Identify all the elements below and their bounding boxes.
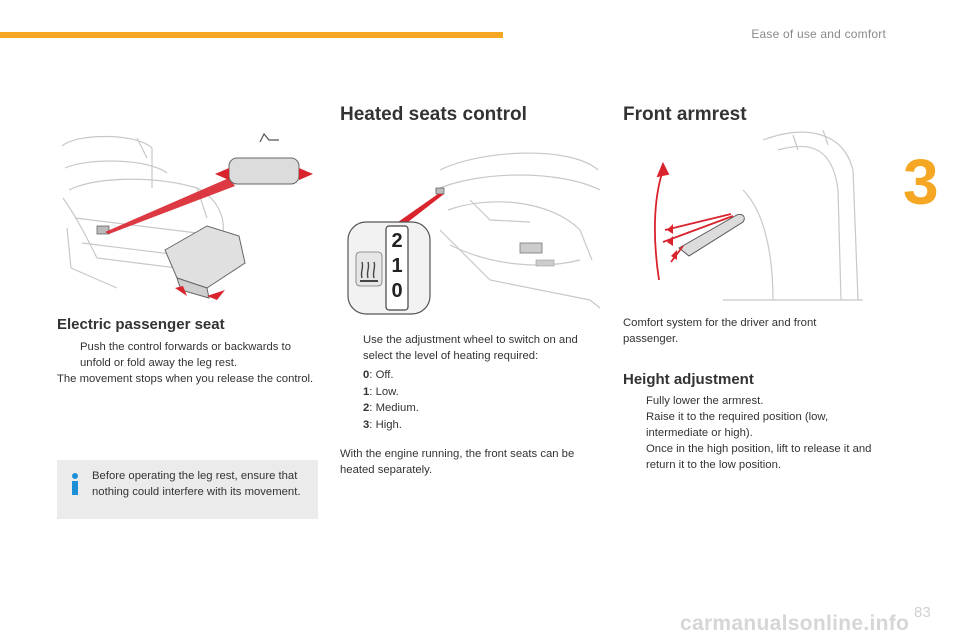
level-key: 0 [363,369,370,381]
chapter-number: 3 [903,146,939,218]
list-item: Fully lower the armrest. [623,393,885,409]
leg-rest-illustration [61,132,313,300]
level-key: 3 [363,418,370,431]
section-title: Ease of use and comfort [751,27,886,41]
info-box: Before operating the leg rest, ensure th… [57,460,318,519]
level-label: : Medium. [369,402,419,414]
level-label: : Low. [369,385,399,398]
heated-seats-note: With the engine running, the front seats… [340,448,575,476]
level-key: 1 [363,385,370,398]
electric-seat-note: The movement stops when you release the … [57,373,314,385]
list-item: Use the adjustment wheel to switch on an… [340,332,602,364]
level-key: 2 [363,402,370,414]
electric-seat-bullet: Push the control forwards or backwards t… [80,341,291,369]
info-box-text: Before operating the leg rest, ensure th… [92,470,301,498]
armrest-bullet: Once in the high position, lift to relea… [646,443,872,471]
wheel-digit: 0 [391,280,402,302]
level-label: : High. [369,418,402,431]
armrest-bullet: Fully lower the armrest. [646,395,764,407]
list-item: 0: Off. [363,367,419,384]
heated-seats-title: Heated seats control [340,104,527,125]
list-item: Push the control forwards or backwards t… [57,339,319,371]
page-number: 83 [914,604,931,621]
electric-seat-title: Electric passenger seat [57,316,225,333]
accent-bar [0,32,503,38]
list-item: 1: Low. [363,384,419,401]
list-item: 3: High. [363,417,419,434]
list-item: Raise it to the required position (low, … [623,409,885,441]
heated-seats-bullet: Use the adjustment wheel to switch on an… [363,334,578,362]
electric-seat-text: Push the control forwards or backwards t… [57,339,319,387]
info-icon [72,473,78,495]
armrest-title: Front armrest [623,104,747,125]
heated-seat-illustration [347,152,601,315]
watermark: carmanualsonline.info [680,612,910,635]
level-label: : Off. [369,369,394,381]
wheel-digit: 1 [391,255,402,277]
heat-level-wheel: 2 1 0 [391,230,402,302]
list-item: Once in the high position, lift to relea… [623,441,885,473]
height-adjustment-list: Fully lower the armrest. Raise it to the… [623,393,885,473]
armrest-bullet: Raise it to the required position (low, … [646,411,829,439]
height-adjustment-title: Height adjustment [623,371,754,388]
armrest-intro: Comfort system for the driver and front … [623,317,817,345]
heat-level-list: 0: Off. 1: Low. 2: Medium. 3: High. [363,367,419,433]
armrest-illustration [654,130,863,301]
wheel-digit: 2 [391,230,402,252]
heated-seats-text: Use the adjustment wheel to switch on an… [340,332,602,364]
list-item: 2: Medium. [363,400,419,417]
